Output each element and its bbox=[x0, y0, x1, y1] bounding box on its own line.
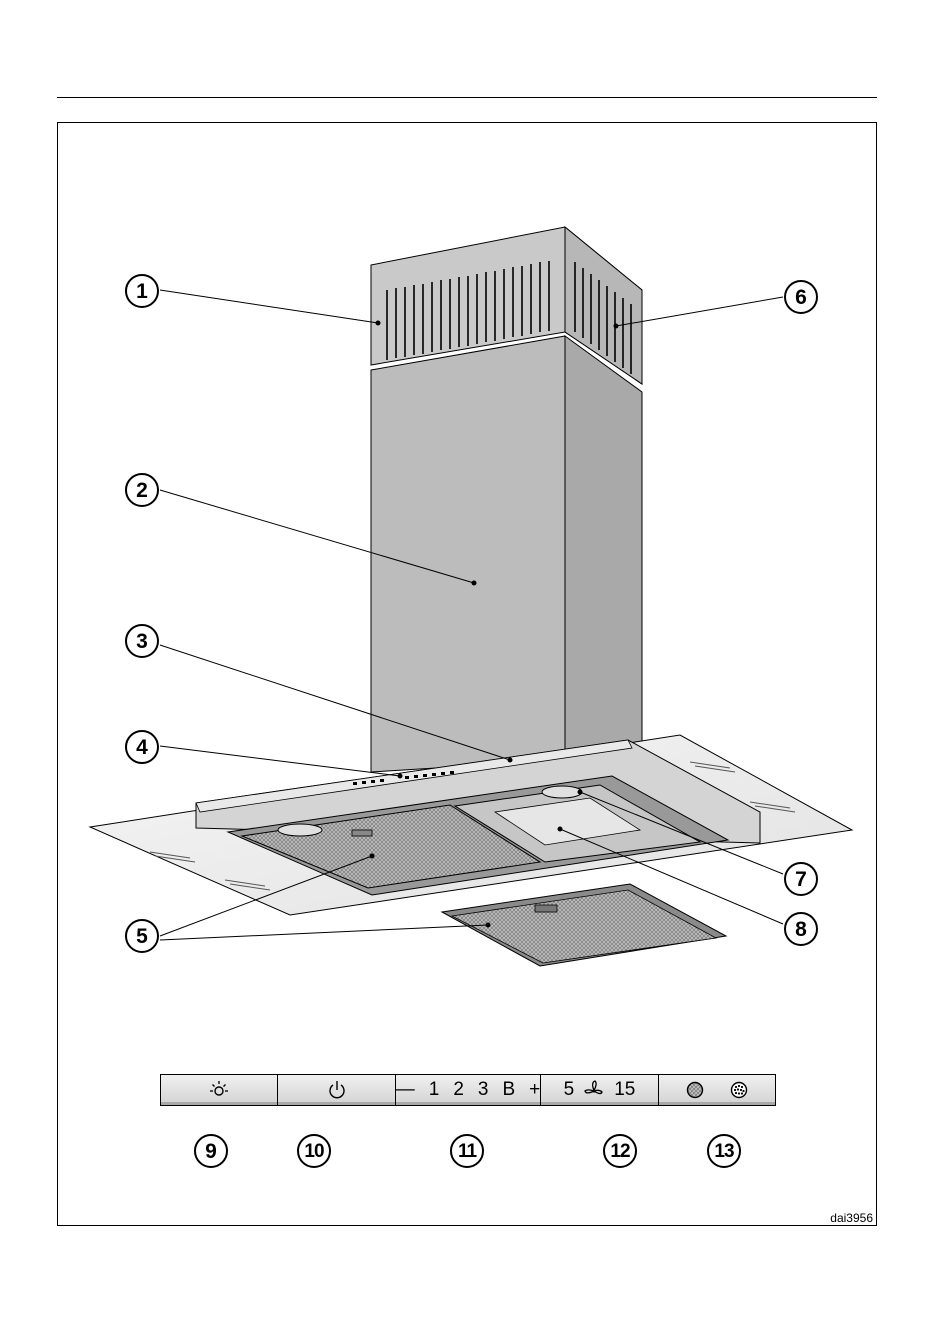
fan-plus-button[interactable]: + bbox=[529, 1079, 540, 1101]
fan-level-3[interactable]: 3 bbox=[478, 1079, 489, 1101]
filter-indicators bbox=[659, 1074, 776, 1106]
fan-level-1[interactable]: 1 bbox=[429, 1079, 440, 1101]
callout-3: 3 bbox=[125, 624, 159, 658]
grease-filter-icon bbox=[686, 1081, 704, 1099]
callout-13: 13 bbox=[707, 1134, 741, 1168]
callout-5: 5 bbox=[125, 919, 159, 953]
callout-11: 11 bbox=[450, 1134, 484, 1168]
callout-10: 10 bbox=[297, 1134, 331, 1168]
callout-8: 8 bbox=[784, 912, 818, 946]
light-bulb-icon bbox=[208, 1079, 230, 1101]
fan-icon bbox=[582, 1079, 606, 1101]
timer-short-label: 5 bbox=[564, 1079, 575, 1101]
control-panel: — 1 2 3 B + 5 15 bbox=[160, 1074, 776, 1106]
callout-6: 6 bbox=[784, 280, 818, 314]
lower-chimney bbox=[371, 336, 642, 772]
callout-2: 2 bbox=[125, 473, 159, 507]
timer-long-label: 15 bbox=[614, 1079, 635, 1101]
odour-filter-icon bbox=[730, 1081, 748, 1099]
light-button[interactable] bbox=[160, 1074, 278, 1106]
power-icon bbox=[326, 1079, 348, 1101]
callout-4: 4 bbox=[125, 730, 159, 764]
fan-level-2[interactable]: 2 bbox=[453, 1079, 464, 1101]
run-on-timer-button[interactable]: 5 15 bbox=[541, 1074, 658, 1106]
fan-booster[interactable]: B bbox=[502, 1079, 515, 1101]
fan-minus-button[interactable]: — bbox=[396, 1079, 415, 1101]
callout-1: 1 bbox=[125, 274, 159, 308]
callout-9: 9 bbox=[194, 1134, 228, 1168]
callout-12: 12 bbox=[603, 1134, 637, 1168]
callout-7: 7 bbox=[784, 862, 818, 896]
image-code: dai3956 bbox=[830, 1211, 873, 1225]
fan-speed-controls[interactable]: — 1 2 3 B + bbox=[396, 1074, 542, 1106]
power-button[interactable] bbox=[278, 1074, 395, 1106]
